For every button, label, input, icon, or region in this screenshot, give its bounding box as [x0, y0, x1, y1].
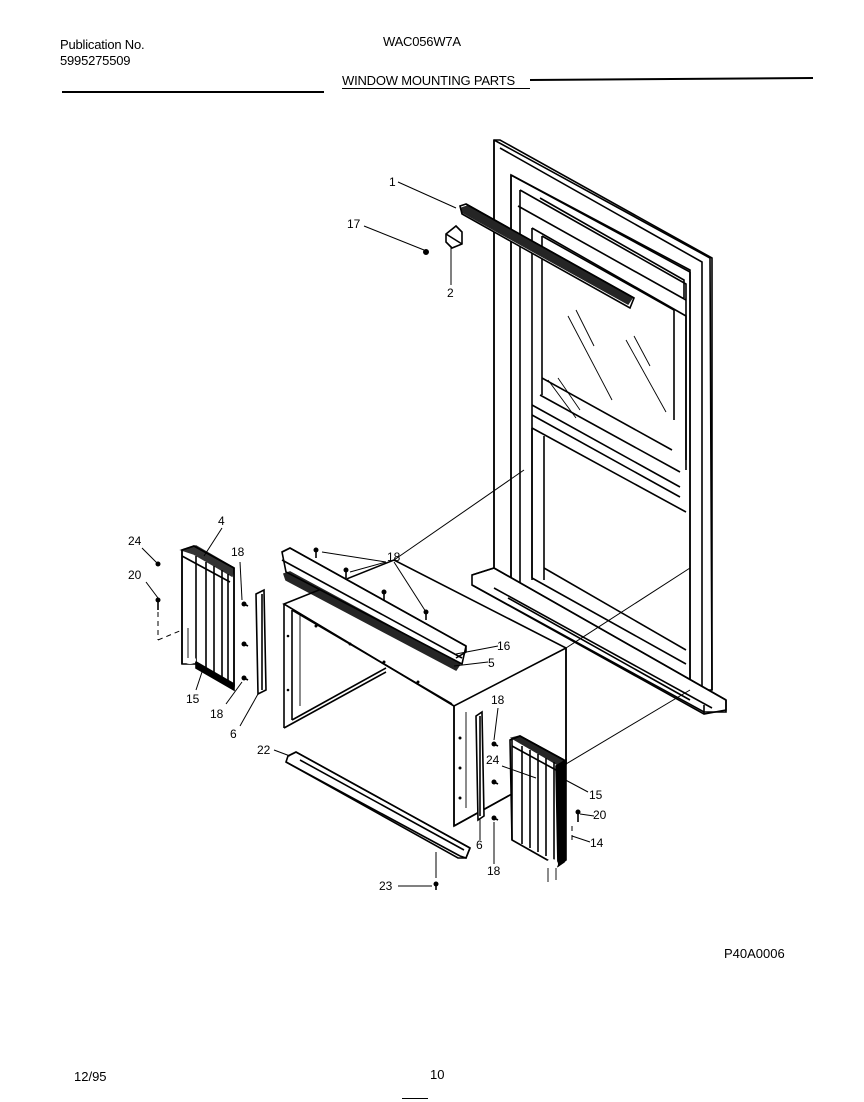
- page-number: 10: [430, 1067, 445, 1082]
- callout-6-right: 6: [476, 838, 483, 852]
- header-rule-left: [62, 91, 324, 93]
- part-2-bracket: [445, 224, 463, 249]
- callout-14: 14: [590, 836, 604, 850]
- callout-17: 17: [347, 217, 361, 231]
- callout-22: 22: [257, 743, 271, 757]
- callout-24-right: 24: [486, 753, 500, 767]
- right-side-channel: [475, 710, 485, 822]
- model-number: WAC056W7A: [383, 34, 461, 49]
- header-rule-title: [342, 88, 530, 90]
- callout-20-right: 20: [593, 808, 607, 822]
- right-curtain-panel: [509, 735, 567, 882]
- part-16-5-top-rail: [281, 547, 467, 672]
- callout-4: 4: [218, 514, 225, 528]
- callout-18-right-channel: 18: [491, 693, 505, 707]
- left-curtain-panel: [179, 545, 235, 692]
- part-22-bottom-rail: [285, 751, 472, 859]
- callout-18-right-bottom: 18: [487, 864, 501, 878]
- window-frame: [471, 139, 727, 715]
- callout-18-left-bottom: 18: [210, 707, 224, 721]
- callout-23: 23: [379, 879, 393, 893]
- callout-1: 1: [389, 175, 396, 189]
- left-side-channel: [255, 588, 267, 696]
- callout-20-left: 20: [128, 568, 142, 582]
- callout-15-right: 15: [589, 788, 603, 802]
- callout-18-rail: 18: [387, 550, 401, 564]
- publication-number: 5995275509: [60, 53, 131, 68]
- callout-15-left: 15: [186, 692, 200, 706]
- callout-6-left: 6: [230, 727, 237, 741]
- footer-date: 12/95: [74, 1069, 107, 1084]
- callout-16: 16: [497, 639, 511, 653]
- callout-2: 2: [447, 286, 454, 300]
- callout-5: 5: [488, 656, 495, 670]
- publication-label: Publication No.: [60, 37, 145, 52]
- section-title: WINDOW MOUNTING PARTS: [342, 73, 515, 88]
- footer-mark: [402, 1098, 428, 1099]
- figure-code: P40A0006: [724, 946, 785, 961]
- part-1-top-strip: [459, 203, 636, 310]
- callout-24-left: 24: [128, 534, 142, 548]
- callout-18-left-channel: 18: [231, 545, 245, 559]
